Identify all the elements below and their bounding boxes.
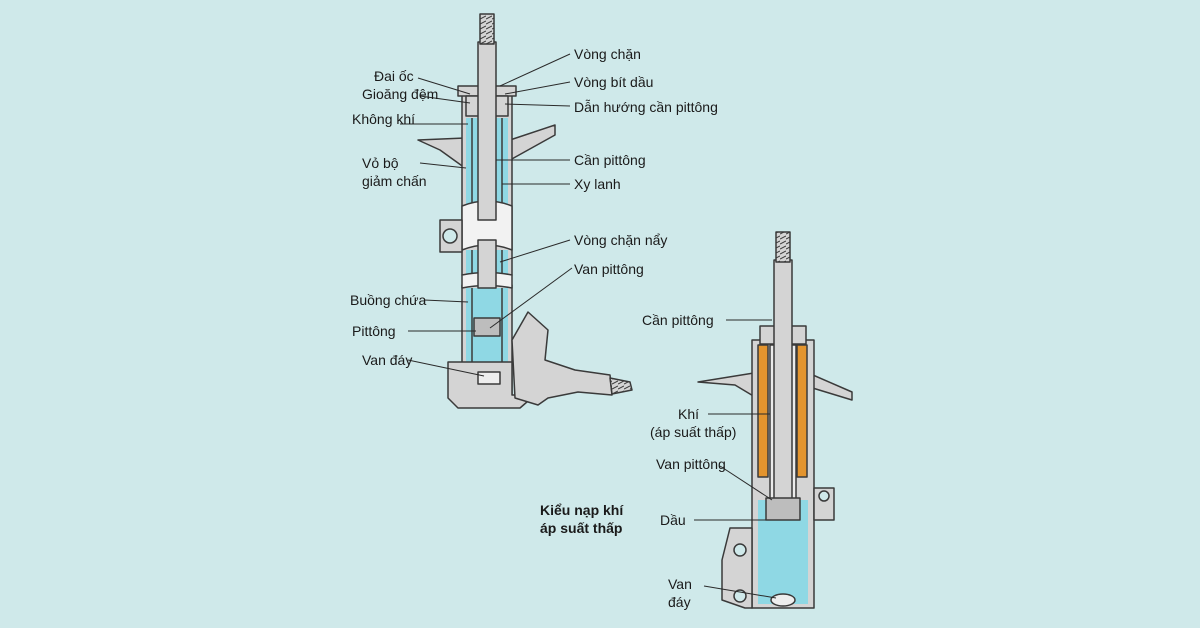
right-gas-right	[796, 344, 808, 478]
right-piston	[765, 497, 801, 521]
label-van-pittong-right: Van pittông	[656, 456, 726, 472]
left-leader-lines	[400, 53, 573, 377]
right-piston-rod	[773, 259, 793, 503]
label-giam-chan: giảm chấn	[362, 173, 427, 189]
caption-kieu-nap-khi: Kiểu nạp khí	[540, 502, 624, 518]
label-khong-khi: Không khí	[352, 111, 416, 127]
label-van: Van	[668, 576, 692, 592]
label-buong-chua: Buồng chứa	[350, 292, 427, 308]
label-xy-lanh: Xy lanh	[574, 176, 621, 192]
left-piston-rod	[477, 41, 497, 221]
label-van-pittong-left: Van pittông	[574, 261, 644, 277]
label-khi: Khí	[678, 406, 700, 422]
left-piston	[473, 317, 501, 337]
label-vong-chan: Vòng chặn	[574, 46, 641, 62]
label-ap-suat-thap: (áp suất thấp)	[650, 424, 737, 440]
label-pittong: Pittông	[352, 323, 396, 339]
label-dai-oc: Đai ốc	[374, 68, 414, 84]
right-strut	[697, 231, 853, 609]
right-leader-lines	[694, 319, 777, 599]
right-rod-thread	[775, 231, 791, 263]
label-can-pittong-left: Cần pittông	[574, 152, 646, 168]
label-dau: Dầu	[660, 512, 686, 528]
label-can-pittong-right: Cần pittông	[642, 312, 714, 328]
label-vong-chan-nay: Vòng chặn nẩy	[574, 232, 668, 248]
label-vong-bit-dau: Vòng bít dầu	[574, 74, 654, 90]
label-van-day-left: Van đáy	[362, 352, 413, 368]
right-base-valve	[770, 593, 796, 607]
right-gas-left	[757, 344, 769, 478]
left-knuckle	[511, 311, 613, 406]
label-dan-huong-can-pittong: Dẫn hướng cần pittông	[574, 99, 718, 115]
left-base-valve	[477, 371, 501, 385]
label-day: đáy	[668, 594, 691, 610]
label-vo-bo: Vỏ bộ	[362, 155, 399, 171]
label-gioang-dem: Gioăng đệm	[362, 86, 439, 102]
left-strut	[417, 13, 633, 409]
caption-ap-suat-thap: áp suất thấp	[540, 520, 623, 536]
left-rod-thread	[479, 13, 495, 45]
